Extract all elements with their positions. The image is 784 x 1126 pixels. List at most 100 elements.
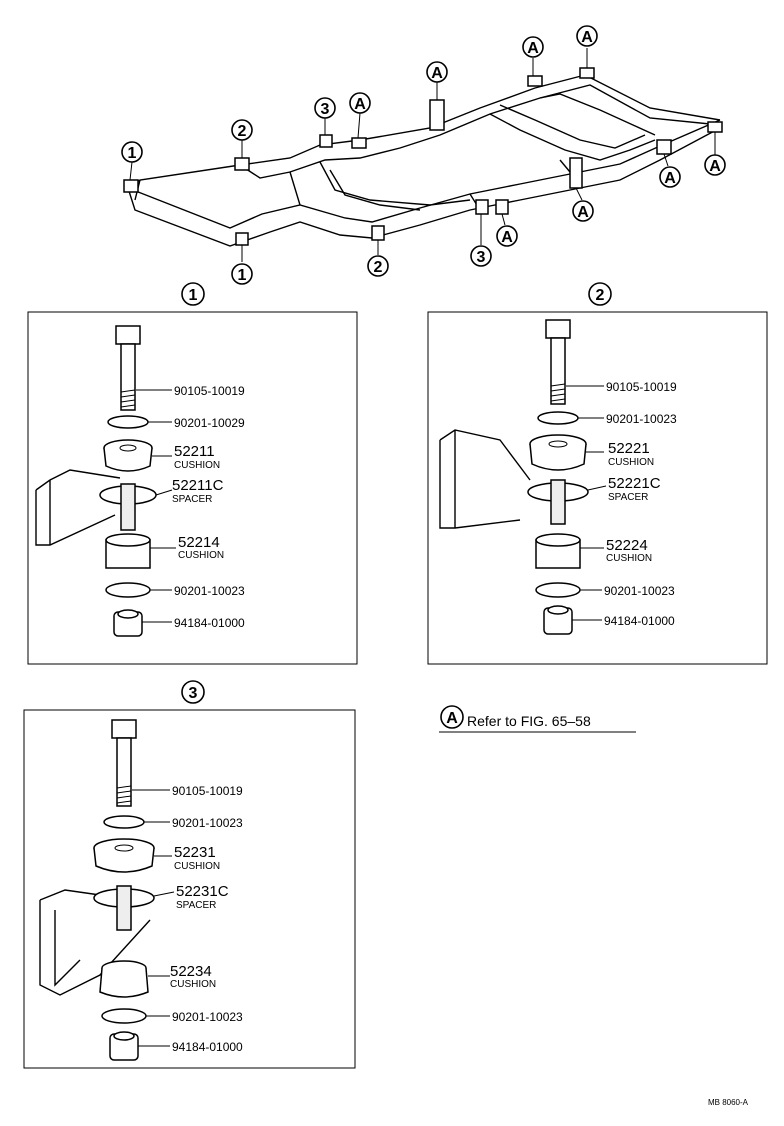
panel-2-cushion-bottom-number: 52224 [606, 537, 648, 554]
panel-1-spacer [99, 483, 157, 531]
frame-mount-2b [371, 225, 385, 241]
panel-3-spacer-name: SPACER [176, 900, 216, 911]
reference-note: A Refer to FIG. 65–58 [439, 705, 636, 733]
panel-1-border [27, 311, 358, 665]
panel-1-spacer-number: 52211C [172, 477, 224, 494]
panel-2-cushion-top [529, 434, 587, 471]
svg-text:A: A [581, 29, 593, 46]
frame-mount-a4 [579, 67, 595, 79]
panel-3-cushion-bottom-name: CUSHION [170, 979, 216, 990]
panel-2-spacer-name: SPACER [608, 492, 648, 503]
panel-2: 2 [427, 282, 768, 665]
panel-1-bolt-label: 90105-10019 [174, 384, 245, 398]
frame-marker-a-8: A [496, 225, 518, 247]
frame-marker-a-3: A [522, 36, 544, 58]
panel-3-washer-bottom-label: 90201-10023 [172, 1010, 243, 1024]
svg-text:A: A [527, 40, 539, 57]
svg-text:A: A [431, 65, 443, 82]
panel-1: 1 [27, 282, 358, 665]
panel-2-bracket [439, 429, 531, 529]
panel-1-washer-top [107, 415, 149, 429]
panel-2-nut [543, 605, 573, 635]
frame-mount-a5 [707, 121, 723, 133]
panel-1-cushion-bottom-number: 52214 [178, 534, 220, 551]
svg-text:A: A [709, 158, 721, 175]
panel-2-cushion-top-number: 52221 [608, 440, 650, 457]
panel-1-spacer-name: SPACER [172, 494, 212, 505]
frame-mount-2a [234, 157, 250, 171]
svg-text:A: A [501, 229, 513, 246]
panel-2-cushion-bottom [535, 533, 581, 569]
panel-2-cushion-top-name: CUSHION [608, 457, 654, 468]
svg-text:A: A [664, 170, 676, 187]
frame-marker-a-1: A [349, 92, 371, 114]
panel-2-nut-label: 94184-01000 [604, 614, 675, 628]
panel-2-bolt-label: 90105-10019 [606, 380, 677, 394]
panel-2-spacer [527, 479, 589, 525]
frame-mount-a3 [527, 75, 543, 87]
svg-text:A: A [577, 204, 589, 221]
panel-3-spacer-number: 52231C [176, 883, 229, 900]
svg-text:2: 2 [596, 287, 605, 304]
panel-1-cushion-bottom-name: CUSHION [178, 550, 224, 561]
panel-3-border [23, 709, 356, 1069]
panel-1-title: 1 [181, 282, 205, 306]
frame-mount-3a [319, 134, 333, 148]
panel-3-cushion-top-number: 52231 [174, 844, 216, 861]
panel-3-washer-top [103, 815, 145, 829]
frame-mount-3b [475, 199, 489, 215]
panel-2-washer-bottom [535, 582, 581, 598]
panel-2-cushion-bottom-name: CUSHION [606, 553, 652, 564]
panel-3-nut-label: 94184-01000 [172, 1040, 243, 1054]
panel-1-washer-top-label: 90201-10029 [174, 416, 245, 430]
panel-2-border [427, 311, 768, 665]
panel-1-bracket [35, 469, 121, 546]
svg-text:1: 1 [128, 145, 137, 162]
panel-2-bolt [545, 319, 571, 405]
frame-marker-2-top: 2 [231, 119, 253, 141]
frame-mount-a2 [429, 99, 445, 131]
panel-2-washer-bottom-label: 90201-10023 [604, 584, 675, 598]
frame-mount-1a [123, 179, 139, 193]
figure-code: MB 8060-A [708, 1098, 749, 1107]
panel-3-washer-top-label: 90201-10023 [172, 816, 243, 830]
panel-3-cushion-top [93, 838, 155, 873]
panel-1-cushion-bottom [105, 533, 151, 569]
panel-2-spacer-number: 52221C [608, 475, 661, 492]
panel-3-nut [109, 1031, 139, 1061]
reference-note-marker: A [440, 705, 464, 729]
panel-2-washer-top [537, 411, 579, 425]
panel-1-washer-bottom-label: 90201-10023 [174, 584, 245, 598]
panel-3-bracket [39, 889, 151, 996]
frame-marker-a-5: A [704, 154, 726, 176]
svg-text:3: 3 [477, 249, 486, 266]
panel-3-spacer [93, 885, 155, 931]
frame-mount-a6 [656, 139, 672, 155]
panel-3-bolt [111, 719, 137, 807]
panel-1-nut-label: 94184-01000 [174, 616, 245, 630]
frame-mount-a1 [351, 137, 367, 149]
panel-1-cushion-top [103, 439, 153, 472]
vehicle-frame-illustration: 1 2 3 A A A A A [121, 25, 726, 285]
frame-marker-1-top: 1 [121, 141, 143, 163]
panel-3: 3 [23, 680, 356, 1069]
panel-3-cushion-bottom [99, 960, 149, 998]
frame-marker-a-7: A [572, 200, 594, 222]
svg-text:A: A [354, 96, 366, 113]
panel-1-bolt [115, 325, 141, 411]
frame-marker-a-2: A [426, 61, 448, 83]
panel-3-washer-bottom [101, 1008, 147, 1024]
panel-1-washer-bottom [105, 582, 151, 598]
reference-note-text: Refer to FIG. 65–58 [467, 713, 591, 729]
panel-1-nut [113, 609, 143, 637]
frame-marker-a-6: A [659, 166, 681, 188]
svg-text:1: 1 [189, 287, 198, 304]
frame-marker-3-top: 3 [314, 97, 336, 119]
frame-marker-3-bottom: 3 [470, 245, 492, 267]
frame-mount-a8 [495, 199, 509, 215]
frame-mount-a7 [569, 157, 583, 189]
svg-text:2: 2 [374, 259, 383, 276]
svg-text:1: 1 [238, 267, 247, 284]
frame-marker-1-bottom: 1 [231, 263, 253, 285]
